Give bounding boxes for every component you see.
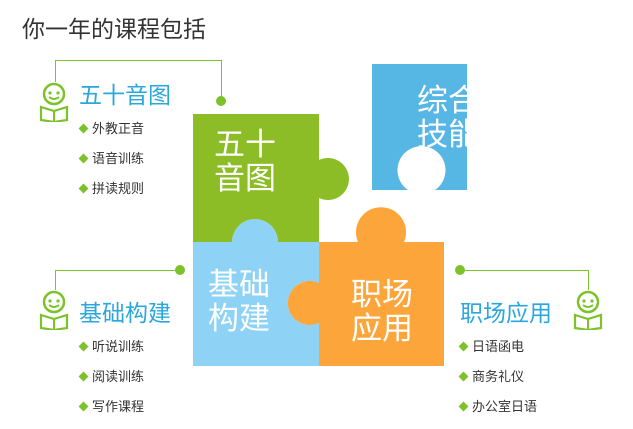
puzzle-label-blue: 综合 技能 — [417, 83, 479, 153]
puzzle-label-green: 五十 音图 — [214, 127, 276, 197]
connector-line — [221, 60, 222, 100]
list-item: 商务礼仪 — [458, 366, 524, 385]
connector-line — [460, 270, 588, 271]
list-item: 写作课程 — [78, 396, 144, 415]
puzzle-piece-lightblue — [193, 219, 319, 366]
connector-dot — [175, 265, 185, 275]
list-item: 拼读规则 — [78, 178, 144, 197]
section-title-gojuon: 五十音图 — [79, 83, 171, 109]
puzzle-piece-green — [193, 114, 349, 242]
section-title-foundation: 基础构建 — [79, 301, 171, 327]
student-reading-icon — [39, 290, 69, 330]
puzzle-label-orange: 职场 应用 — [351, 277, 413, 347]
student-reading-icon — [573, 290, 603, 330]
puzzle-piece-blue — [372, 64, 467, 190]
puzzle-piece-orange — [287, 207, 444, 366]
list-item: 日语函电 — [458, 336, 524, 355]
connector-line — [588, 270, 589, 290]
list-item: 听说训练 — [78, 336, 144, 355]
student-reading-icon — [39, 82, 69, 122]
list-item: 外教正音 — [78, 118, 144, 137]
connector-line — [55, 60, 56, 82]
list-item: 阅读训练 — [78, 366, 144, 385]
connector-line — [55, 270, 179, 271]
list-item: 语音训练 — [78, 148, 144, 167]
list-item: 办公室日语 — [458, 396, 537, 415]
section-title-workplace: 职场应用 — [460, 301, 552, 327]
page-title: 你一年的课程包括 — [22, 17, 206, 43]
connector-line — [55, 270, 56, 290]
connector-line — [55, 60, 221, 61]
connector-dot — [216, 96, 226, 106]
puzzle-label-lightblue: 基础 构建 — [208, 267, 270, 337]
